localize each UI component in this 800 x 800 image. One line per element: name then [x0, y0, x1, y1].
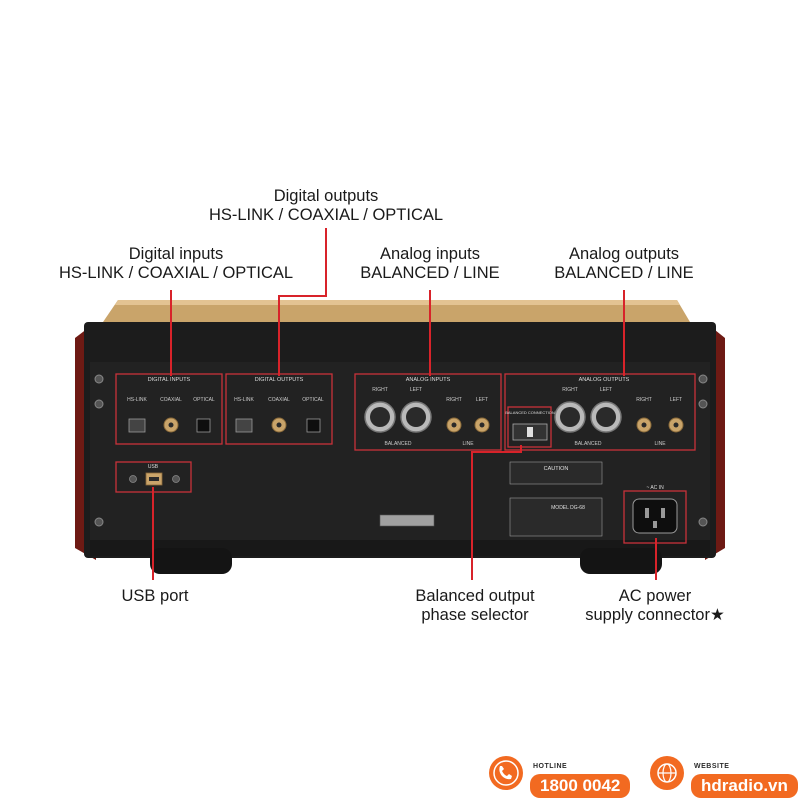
rca-output-right-center	[641, 422, 647, 428]
digital-inputs-callout-label: Digital inputs HS-LINK / COAXIAL / OPTIC…	[50, 245, 302, 283]
usb-screw-right	[172, 475, 180, 483]
xlr-input-left-core	[406, 407, 426, 427]
website-label: WEBSITE	[691, 763, 733, 770]
digital-outputs-callout-label: Digital outputs HS-LINK / COAXIAL / OPTI…	[200, 187, 452, 225]
digital-outputs-panel-label: DIGITAL OUTPUTS	[255, 377, 304, 383]
ac-power-pin-left	[645, 508, 649, 518]
callout-lines	[152, 228, 657, 580]
usb-screw-left	[129, 475, 137, 483]
serial-plate	[379, 514, 435, 527]
website-url: hdradio.vn	[691, 774, 798, 798]
analog-in-line-label: LINE	[462, 441, 474, 447]
balanced-connection-box	[507, 406, 552, 448]
analog-inputs-subtitle: BALANCED / LINE	[360, 264, 500, 282]
xlr-output-left-core	[596, 407, 616, 427]
callout-balanced-selector	[471, 445, 522, 580]
digital-outputs-title: Digital outputs	[273, 187, 379, 205]
analog-outputs-title: Analog outputs	[568, 245, 680, 263]
globe-icon	[650, 756, 684, 790]
callout-digital-outputs	[278, 228, 327, 376]
analog-out-balanced-label: BALANCED	[575, 441, 602, 447]
ac-power-subtitle: supply connector★	[585, 606, 725, 624]
optical-output-port[interactable]	[306, 418, 321, 433]
ac-in-panel-label: ~ AC IN	[646, 485, 664, 491]
digital-inputs-subtitle: HS-LINK / COAXIAL / OPTICAL	[58, 264, 294, 282]
digital-inputs-title: Digital inputs	[128, 245, 224, 263]
analog-inputs-section	[354, 373, 502, 451]
device-base	[90, 540, 710, 556]
ac-power-pin-right	[661, 508, 665, 518]
left-foot	[150, 548, 232, 574]
analog-inputs-callout-label: Analog inputs BALANCED / LINE	[340, 245, 520, 283]
balanced-selector-subtitle: phase selector	[421, 606, 529, 624]
analog-in-line-right-label: RIGHT	[446, 397, 462, 403]
analog-outputs-section	[504, 373, 696, 451]
analog-outputs-panel-label: ANALOG OUTPUTS	[579, 377, 630, 383]
ac-power-title: AC power	[618, 587, 692, 605]
usb-port-title: USB port	[121, 587, 189, 605]
coaxial-label-2: COAXIAL	[268, 397, 290, 403]
xlr-output-right-core	[560, 407, 580, 427]
phone-icon	[489, 756, 523, 790]
caution-text: CAUTION	[544, 466, 569, 472]
usb-port-callout-label: USB port	[100, 587, 210, 606]
balanced-selector-callout-label: Balanced output phase selector	[395, 587, 555, 625]
rca-output-left-center	[673, 422, 679, 428]
coaxial-label-1: COAXIAL	[160, 397, 182, 403]
analog-out-right-label: RIGHT	[562, 387, 578, 393]
analog-inputs-title: Analog inputs	[380, 245, 480, 263]
ac-power-callout-label: AC power supply connector★	[570, 587, 740, 625]
hs-link-label-1: HS-LINK	[127, 397, 147, 403]
analog-inputs-panel-label: ANALOG INPUTS	[406, 377, 451, 383]
hs-link-output-port[interactable]	[235, 418, 253, 433]
device-top-lid-shade	[115, 300, 680, 305]
usb-panel-label: USB	[148, 464, 159, 470]
balanced-phase-selector-toggle	[527, 427, 533, 437]
analog-outputs-subtitle: BALANCED / LINE	[554, 264, 694, 282]
analog-in-line-left-label: LEFT	[476, 397, 488, 403]
hotline-label: HOTLINE	[530, 763, 571, 770]
optical-label-1: OPTICAL	[193, 397, 215, 403]
balanced-selector-title: Balanced output	[415, 587, 535, 605]
hotline-text: HOTLINE 1800 0042	[530, 755, 631, 798]
hs-link-input-port[interactable]	[128, 418, 146, 433]
analog-out-line-label: LINE	[654, 441, 666, 447]
caution-label	[509, 461, 603, 485]
ac-power-inlet[interactable]	[632, 498, 678, 534]
xlr-input-right-core	[370, 407, 390, 427]
hotline-badge[interactable]: HOTLINE 1800 0042	[524, 755, 631, 798]
device-top-lid	[103, 300, 690, 322]
analog-in-right-label: RIGHT	[372, 387, 388, 393]
digital-inputs-section	[115, 373, 223, 445]
analog-out-line-right-label: RIGHT	[636, 397, 652, 403]
analog-outputs-callout-label: Analog outputs BALANCED / LINE	[534, 245, 714, 283]
model-plate	[509, 497, 603, 537]
website-text: WEBSITE hdradio.vn	[691, 755, 798, 798]
rca-input-left-center	[479, 422, 485, 428]
analog-in-left-label: LEFT	[410, 387, 422, 393]
digital-outputs-subtitle: HS-LINK / COAXIAL / OPTICAL	[208, 206, 444, 224]
coaxial-input-port-center	[168, 422, 174, 428]
screw-icons	[94, 374, 708, 527]
balanced-connection-label: BALANCED CONNECTION	[505, 410, 555, 415]
rca-input-right-center	[451, 422, 457, 428]
analog-out-left-label: LEFT	[600, 387, 612, 393]
digital-inputs-panel-label: DIGITAL INPUTS	[148, 377, 191, 383]
ac-power-pin-earth	[653, 521, 657, 528]
optical-input-port[interactable]	[196, 418, 211, 433]
analog-in-balanced-label: BALANCED	[385, 441, 412, 447]
optical-label-2: OPTICAL	[302, 397, 324, 403]
model-text: MODEL DG-68	[551, 505, 585, 511]
hotline-number: 1800 0042	[530, 774, 631, 798]
hs-link-label-2: HS-LINK	[234, 397, 254, 403]
website-badge[interactable]: WEBSITE hdradio.vn	[685, 755, 798, 798]
analog-out-line-left-label: LEFT	[670, 397, 682, 403]
coaxial-output-port-center	[276, 422, 282, 428]
right-foot	[580, 548, 662, 574]
usb-port-slot	[149, 477, 159, 481]
